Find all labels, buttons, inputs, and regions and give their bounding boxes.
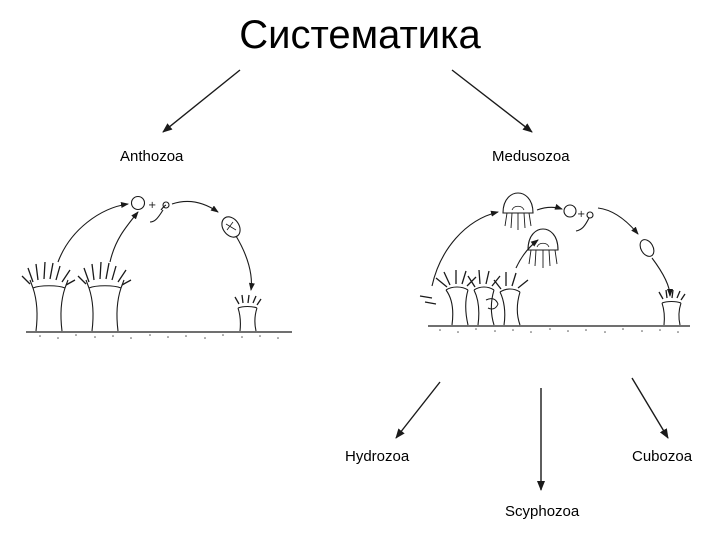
polyp-colony [445,286,521,326]
sperm [149,201,170,223]
planula-larva [639,239,655,257]
seabed-texture [439,328,679,333]
taxon-label-hydrozoa: Hydrozoa [345,448,410,465]
small-polyp [237,305,258,332]
medusa-2 [527,228,559,268]
taxon-label-medusozoa: Medusozoa [492,148,570,165]
egg [563,204,577,218]
polyp-2 [85,279,125,332]
egg [130,195,146,211]
svg-text:+: + [148,200,156,211]
seabed-texture [39,334,279,339]
small-polyp [661,300,682,326]
arrow-to-cubozoa [631,377,669,439]
medusozoa-life-cycle-illustration: + [419,192,690,333]
taxon-label-anthozoa: Anthozoa [120,148,184,165]
medusa-1 [502,192,534,230]
anthozoa-life-cycle-illustration: + [21,195,292,339]
sperm [575,211,594,232]
taxon-label-scyphozoa: Scyphozoa [505,503,580,520]
diagram-title: Систематика [239,13,481,57]
taxon-label-cubozoa: Cubozoa [632,448,693,465]
polyp-1 [29,279,69,332]
arrow-to-medusozoa [451,69,533,133]
arrow-to-hydrozoa [395,381,441,439]
arrow-to-anthozoa [162,69,241,133]
planula-larva [221,216,241,238]
taxonomy-arrows [162,69,669,491]
svg-text:+: + [577,209,585,220]
